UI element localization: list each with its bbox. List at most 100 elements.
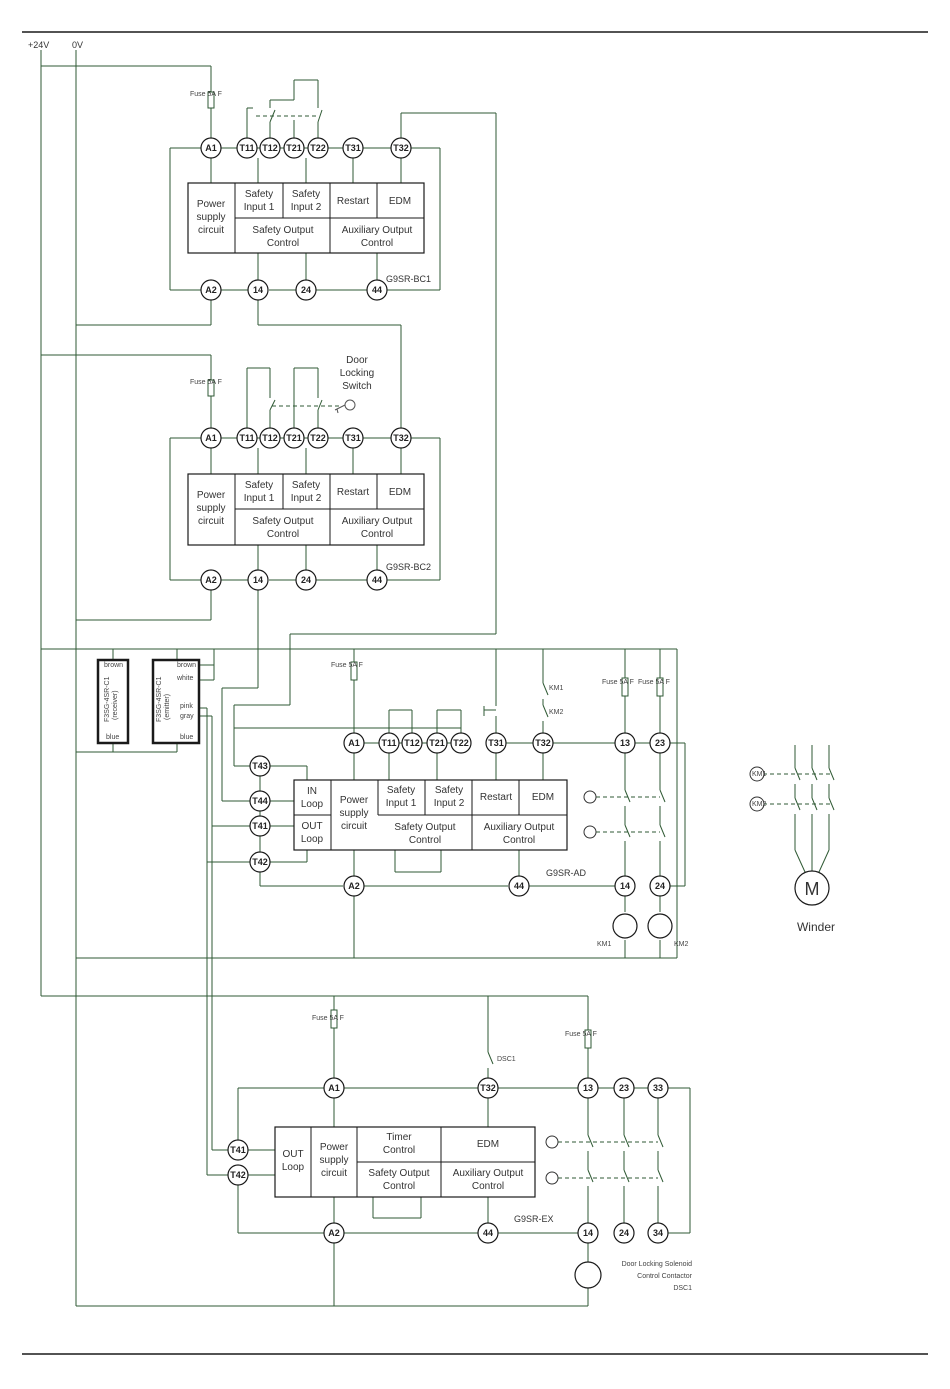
u3-in-l1: IN [307, 786, 317, 797]
u4-solenoid-l2: Control Contactor [637, 1273, 693, 1280]
km1-aux-label: KM1 [549, 685, 564, 692]
u3-aux-l2: Control [503, 835, 535, 846]
motor-winder: KM1 KM2 M Winder [749, 745, 835, 934]
motor-symbol: M [805, 879, 820, 899]
rx-role: (receiver) [112, 690, 119, 720]
unit4-g9sr-ex: DSC1 Door Locking Solenoid Control Conta… [206, 826, 693, 1306]
svg-text:T11: T11 [381, 738, 396, 748]
u4-dsc1-contact: DSC1 [497, 1056, 516, 1063]
u1-model: G9SR-BC1 [386, 274, 431, 284]
km2-label: KM2 [674, 941, 689, 948]
svg-text:T21: T21 [286, 433, 302, 443]
svg-text:14: 14 [253, 575, 263, 585]
rail-label-negative: 0V [72, 40, 83, 50]
svg-text:14: 14 [583, 1228, 593, 1238]
u4-power-l2: supply [320, 1155, 349, 1166]
svg-text:44: 44 [483, 1228, 493, 1238]
u1-power-l2: supply [197, 212, 226, 223]
svg-text:14: 14 [620, 881, 630, 891]
u2-sout-l1: Safety Output [252, 516, 313, 527]
u1-fuse-label: Fuse 5A F [190, 91, 222, 98]
unit3-g9sr-ad: KM1 KM2 KM1 KM2 IN Loop OUT Loop Power s… [212, 633, 689, 959]
svg-text:A2: A2 [205, 285, 217, 295]
u4-fuse13-label: Fuse 5A F [565, 1031, 597, 1038]
motor-label: Winder [797, 920, 835, 934]
u3-power-l2: supply [340, 808, 369, 819]
rx-blue: blue [106, 734, 119, 741]
u2-safety2-l1: Safety [292, 480, 320, 491]
motor-km2: KM2 [752, 801, 767, 808]
svg-text:13: 13 [620, 738, 630, 748]
svg-text:T21: T21 [429, 738, 445, 748]
km1-label: KM1 [597, 941, 612, 948]
svg-text:44: 44 [514, 881, 524, 891]
svg-text:T44: T44 [252, 796, 268, 806]
u1-safety2-l1: Safety [292, 189, 320, 200]
u2-aux-l2: Control [361, 529, 393, 540]
svg-text:33: 33 [653, 1083, 663, 1093]
svg-text:T32: T32 [393, 143, 409, 153]
svg-text:44: 44 [372, 575, 382, 585]
u4-aux-l1: Auxiliary Output [453, 1168, 524, 1179]
svg-text:T32: T32 [480, 1083, 496, 1093]
u1-aux-l2: Control [361, 238, 393, 249]
svg-text:44: 44 [372, 285, 382, 295]
u3-safety2-l2: Input 2 [434, 798, 465, 809]
tx-model: F3SG-4SR-C1 [156, 676, 163, 722]
svg-text:T21: T21 [286, 143, 302, 153]
svg-text:T31: T31 [488, 738, 504, 748]
u4-timer-l2: Control [383, 1145, 415, 1156]
u4-out-l2: Loop [282, 1162, 305, 1173]
u4-model: G9SR-EX [514, 1214, 554, 1224]
u2-power-l2: supply [197, 503, 226, 514]
svg-text:T42: T42 [252, 857, 268, 867]
u2-restart: Restart [337, 487, 369, 498]
u1-safety1-l2: Input 1 [244, 202, 275, 213]
tx-brown: brown [177, 662, 196, 669]
rx-model: F3SG-4SR-C1 [104, 676, 111, 722]
u1-aux-l1: Auxiliary Output [342, 225, 413, 236]
svg-text:23: 23 [619, 1083, 629, 1093]
u1-power-l1: Power [197, 199, 226, 210]
svg-text:14: 14 [253, 285, 263, 295]
u2-power-l1: Power [197, 490, 226, 501]
u2-device-l1: Door [346, 355, 368, 366]
u3-safety2-l1: Safety [435, 785, 463, 796]
u1-power-l3: circuit [198, 225, 224, 236]
u4-terminal: A1 T32 13 23 33 T41 T42 A2 44 14 24 34 [227, 1077, 669, 1244]
u3-terminal: A1 T11 T12 T21 T22 T31 T32 13 23 T43 T44… [249, 732, 671, 897]
u2-edm: EDM [389, 487, 411, 498]
u3-aux-l1: Auxiliary Output [484, 822, 555, 833]
u4-sout-l1: Safety Output [368, 1168, 429, 1179]
u1-sout-l2: Control [267, 238, 299, 249]
u2-sout-l2: Control [267, 529, 299, 540]
u3-out-l1: OUT [301, 821, 322, 832]
u2-fuse-label: Fuse 5A F [190, 379, 222, 386]
svg-text:T41: T41 [252, 821, 268, 831]
svg-text:34: 34 [653, 1228, 663, 1238]
u3-power-l1: Power [340, 795, 369, 806]
svg-text:A1: A1 [348, 738, 360, 748]
svg-text:T32: T32 [535, 738, 551, 748]
svg-text:T11: T11 [239, 433, 254, 443]
u3-sout-l2: Control [409, 835, 441, 846]
u1-safety1-l1: Safety [245, 189, 273, 200]
svg-text:13: 13 [583, 1083, 593, 1093]
u4-timer-l1: Timer [386, 1132, 412, 1143]
u3-out-l2: Loop [301, 834, 324, 845]
u3-sout-l1: Safety Output [394, 822, 455, 833]
tx-blue: blue [180, 734, 193, 741]
rails [40, 50, 677, 1307]
light-curtain: brown blue F3SG-4SR-C1 (receiver) brown … [76, 649, 250, 863]
svg-text:A1: A1 [205, 433, 217, 443]
u2-safety1-l2: Input 1 [244, 493, 275, 504]
key-icon [334, 399, 356, 414]
svg-text:T42: T42 [230, 1170, 246, 1180]
u2-model: G9SR-BC2 [386, 562, 431, 572]
svg-text:A2: A2 [328, 1228, 340, 1238]
tx-white: white [176, 675, 193, 682]
svg-text:T43: T43 [252, 761, 268, 771]
rail-label-positive: +24V [28, 40, 49, 50]
svg-text:A2: A2 [348, 881, 360, 891]
u2-terminal: A1 T11 T12 T21 T22 T31 T32 A2 14 24 44 [200, 427, 412, 591]
